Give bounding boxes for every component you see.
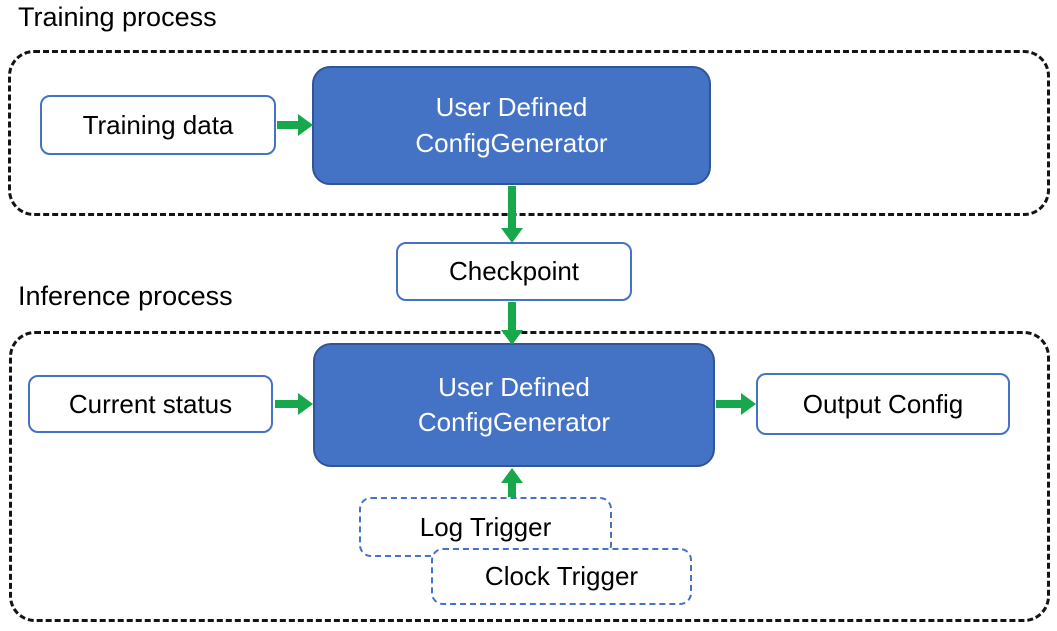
checkpoint-box: Checkpoint <box>396 242 632 301</box>
arrow-generator-to-checkpoint <box>501 186 523 243</box>
config-generator-training-node: User Defined ConfigGenerator <box>312 66 711 185</box>
config-generator-inference-node: User Defined ConfigGenerator <box>313 343 715 467</box>
output-config-box: Output Config <box>756 373 1010 435</box>
training-process-container <box>8 50 1050 216</box>
arrow-checkpoint-to-inference-generator <box>501 302 523 345</box>
arrow-log-trigger-to-generator <box>501 468 523 497</box>
log-trigger-box: Log Trigger <box>359 497 612 557</box>
current-status-box: Current status <box>28 375 273 433</box>
training-data-box: Training data <box>40 95 276 155</box>
clock-trigger-box: Clock Trigger <box>431 548 692 605</box>
arrow-training-data-to-generator <box>277 114 313 136</box>
training-process-label: Training process <box>18 2 217 32</box>
arrow-current-status-to-generator <box>275 393 313 415</box>
inference-process-label: Inference process <box>18 281 233 311</box>
inference-process-container <box>9 331 1050 622</box>
arrow-generator-to-output-config <box>716 393 756 415</box>
